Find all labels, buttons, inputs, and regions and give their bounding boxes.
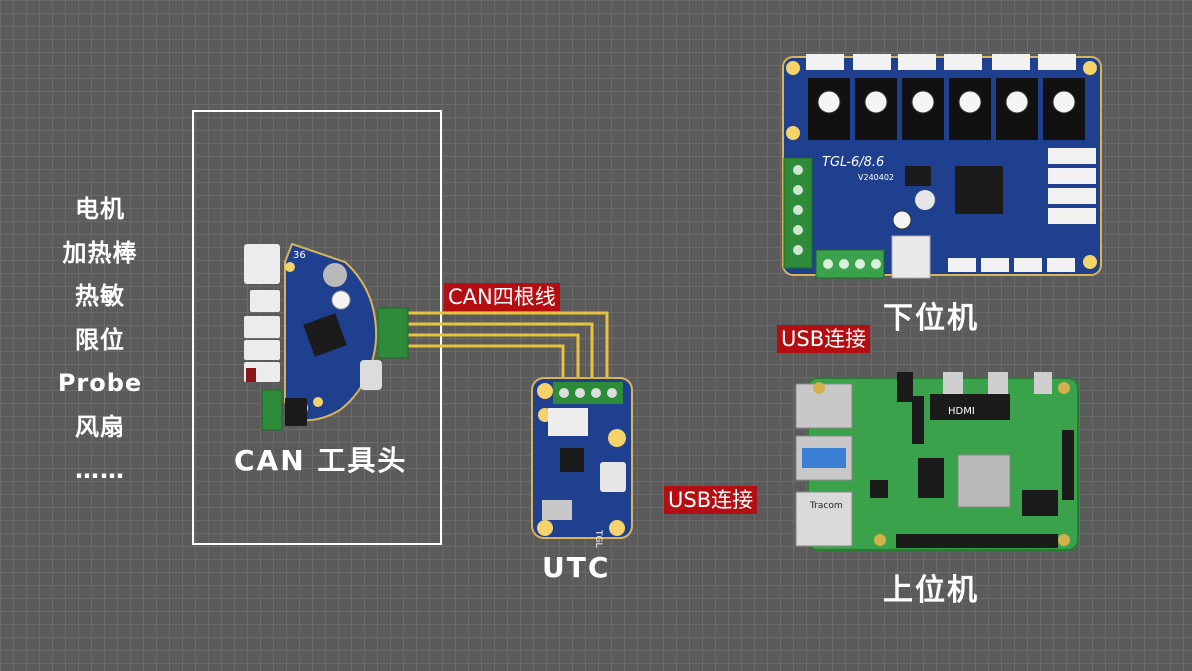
- usb-tag-bottom: USB连接: [664, 486, 758, 514]
- utc-label: UTC: [542, 551, 611, 584]
- mainboard-silk: TGL-6/8.6: [822, 155, 884, 170]
- raspberry-pi: HDMI Tracom: [795, 372, 1079, 551]
- toolhead-number: 36: [293, 250, 306, 261]
- can-wires: [408, 311, 609, 386]
- toolhead-frame: [192, 110, 442, 545]
- mainboard: TGL-6/8.6 V240402: [782, 54, 1102, 279]
- pi-hdmi-label: HDMI: [948, 406, 975, 417]
- list-item-heater: 加热棒: [62, 238, 138, 267]
- list-item-motor: 电机: [75, 195, 125, 223]
- list-item-endstop: 限位: [75, 325, 125, 354]
- lower-machine-label: 下位机: [883, 301, 979, 336]
- can-wires-tag: CAN四根线: [444, 283, 560, 311]
- list-item-ellipsis: ……: [75, 456, 125, 484]
- peripheral-list: 电机 加热棒 热敏 限位 Probe 风扇 ……: [40, 188, 160, 493]
- utc-board: TGL: [531, 377, 633, 548]
- utc-silk: TGL: [593, 529, 603, 548]
- list-item-thermistor: 热敏: [75, 282, 125, 310]
- upper-machine-label: 上位机: [883, 573, 979, 608]
- usb-tag-top: USB连接: [777, 325, 871, 353]
- list-item-fan: 风扇: [75, 412, 125, 441]
- list-item-probe: Probe: [57, 369, 143, 397]
- can-toolhead-label: CAN 工具头: [234, 444, 408, 477]
- mainboard-version: V240402: [858, 173, 894, 182]
- toolhead-board: 36: [244, 242, 409, 431]
- pi-chip-label: Tracom: [809, 501, 843, 511]
